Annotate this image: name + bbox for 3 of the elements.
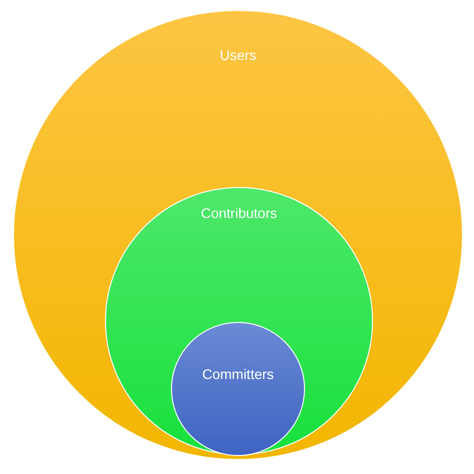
set-label: Users [220,47,256,63]
set-label: Contributors [200,205,278,221]
set-label: Committers [202,366,274,382]
